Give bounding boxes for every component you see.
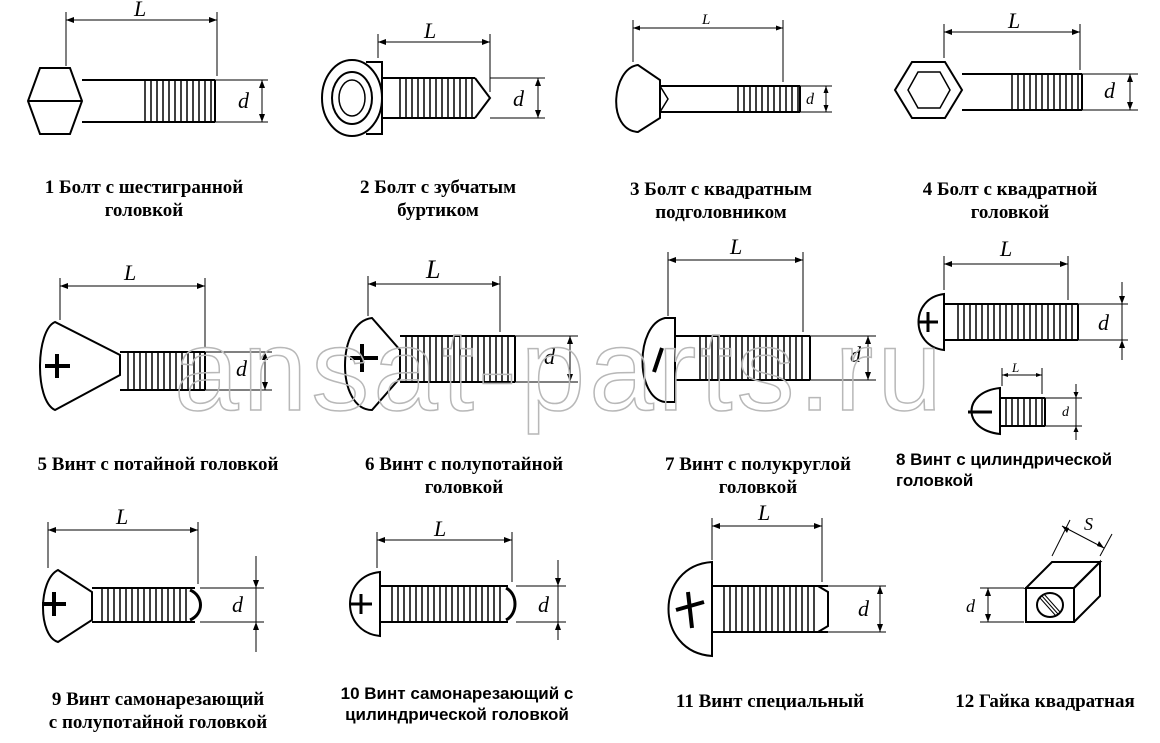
caption-9-line-1: 9 Винт самонарезающий — [51, 689, 265, 710]
caption-6: 6 Винт с полупотайной головкой — [346, 453, 582, 499]
caption-8-line-2: головкой — [896, 470, 974, 490]
caption-8-line-1: 8 Винт с цилиндрической — [896, 450, 1113, 469]
caption-10-line-2: цилиндрической головкой — [345, 704, 569, 724]
caption-4-line-2: головкой — [970, 202, 1050, 224]
caption-2-line-2: буртиком — [397, 200, 479, 222]
dim-label-5-d: d — [236, 356, 248, 381]
caption-6-line-1: 6 Винт с полупотайной — [364, 454, 564, 475]
dim-label-4-l: L — [1007, 8, 1020, 33]
caption-10: 10 Винт самонарезающий с цилиндрической … — [322, 684, 592, 725]
caption-3-line-2: подголовником — [655, 202, 787, 224]
caption-8: 8 Винт с цилиндрической головкой — [896, 450, 1154, 491]
dim-label-8-l: L — [999, 236, 1012, 261]
special-screw-drawing — [667, 518, 886, 658]
square-head-bolt-drawing — [893, 24, 1138, 119]
dim-label-7-d: d — [850, 342, 862, 367]
dim-label-3-l: L — [701, 12, 710, 28]
hex-bolt-drawing — [26, 12, 268, 135]
caption-9: 9 Винт самонарезающий с полупотайной гол… — [26, 688, 290, 734]
dim-label-10-l: L — [433, 516, 446, 541]
self-tapping-cheese-head-screw-drawing — [349, 532, 566, 640]
caption-10-line-1: 10 Винт самонарезающий с — [340, 684, 574, 703]
dim-label-8b-d: d — [1062, 405, 1070, 420]
caption-5-line-1: 5 Винт с потайной головкой — [37, 454, 279, 475]
caption-4: 4 Болт с квадратной головкой — [904, 178, 1116, 224]
dim-label-8-d: d — [1098, 310, 1110, 335]
caption-12-line-1: 12 Гайка квадратная — [955, 691, 1135, 712]
caption-3-line-1: 3 Болт с квадратным — [630, 179, 812, 200]
dim-label-6-l: L — [425, 255, 440, 284]
dim-label-3-d: d — [806, 91, 815, 108]
caption-1: 1 Болт с шестигранной головкой — [28, 176, 260, 222]
caption-11-line-1: 11 Винт специальный — [675, 691, 865, 712]
dim-label-1-l: L — [133, 0, 146, 21]
dim-label-11-d: d — [858, 596, 870, 621]
cheese-head-screw-drawing — [917, 256, 1128, 440]
dim-label-10-d: d — [538, 592, 550, 617]
carriage-bolt-drawing — [615, 20, 832, 134]
caption-4-line-1: 4 Болт с квадратной — [922, 179, 1098, 200]
caption-5: 5 Винт с потайной головкой — [16, 453, 300, 476]
caption-11: 11 Винт специальный — [654, 690, 886, 713]
caption-9-line-2: с полупотайной головкой — [48, 712, 268, 734]
dim-label-2-d: d — [513, 86, 525, 111]
round-head-screw-drawing — [641, 252, 876, 403]
dim-label-12-s: S — [1084, 514, 1093, 534]
caption-2: 2 Болт с зубчатым буртиком — [338, 176, 538, 222]
dim-label-5-l: L — [123, 260, 136, 285]
dim-label-9-l: L — [115, 504, 128, 529]
caption-3: 3 Болт с квадратным подголовником — [614, 178, 828, 224]
dim-label-12-d: d — [966, 596, 976, 616]
countersunk-screw-drawing — [39, 278, 272, 412]
caption-7-line-1: 7 Винт с полукруглой — [665, 454, 851, 475]
dim-label-1-d: d — [238, 88, 250, 113]
caption-7: 7 Винт с полукруглой головкой — [648, 453, 868, 499]
dim-label-2-l: L — [423, 18, 436, 43]
caption-12: 12 Гайка квадратная — [938, 690, 1152, 713]
caption-1-line-2: головкой — [104, 200, 184, 222]
dim-label-9-d: d — [232, 592, 244, 617]
caption-2-line-1: 2 Болт с зубчатым — [359, 177, 517, 198]
square-nut-drawing — [980, 519, 1113, 623]
self-tapping-countersunk-screw-drawing — [42, 522, 264, 652]
dim-label-8b-l: L — [1011, 360, 1019, 375]
dim-label-4-d: d — [1104, 78, 1116, 103]
dim-label-11-l: L — [757, 500, 770, 525]
caption-7-line-2: головкой — [718, 477, 798, 499]
caption-6-line-2: головкой — [424, 477, 504, 499]
raised-countersunk-screw-drawing — [344, 276, 578, 412]
dim-label-6-d: d — [544, 344, 556, 369]
flange-bolt-drawing — [321, 34, 545, 137]
dim-label-7-l: L — [729, 234, 742, 259]
caption-1-line-1: 1 Болт с шестигранной — [44, 177, 244, 198]
